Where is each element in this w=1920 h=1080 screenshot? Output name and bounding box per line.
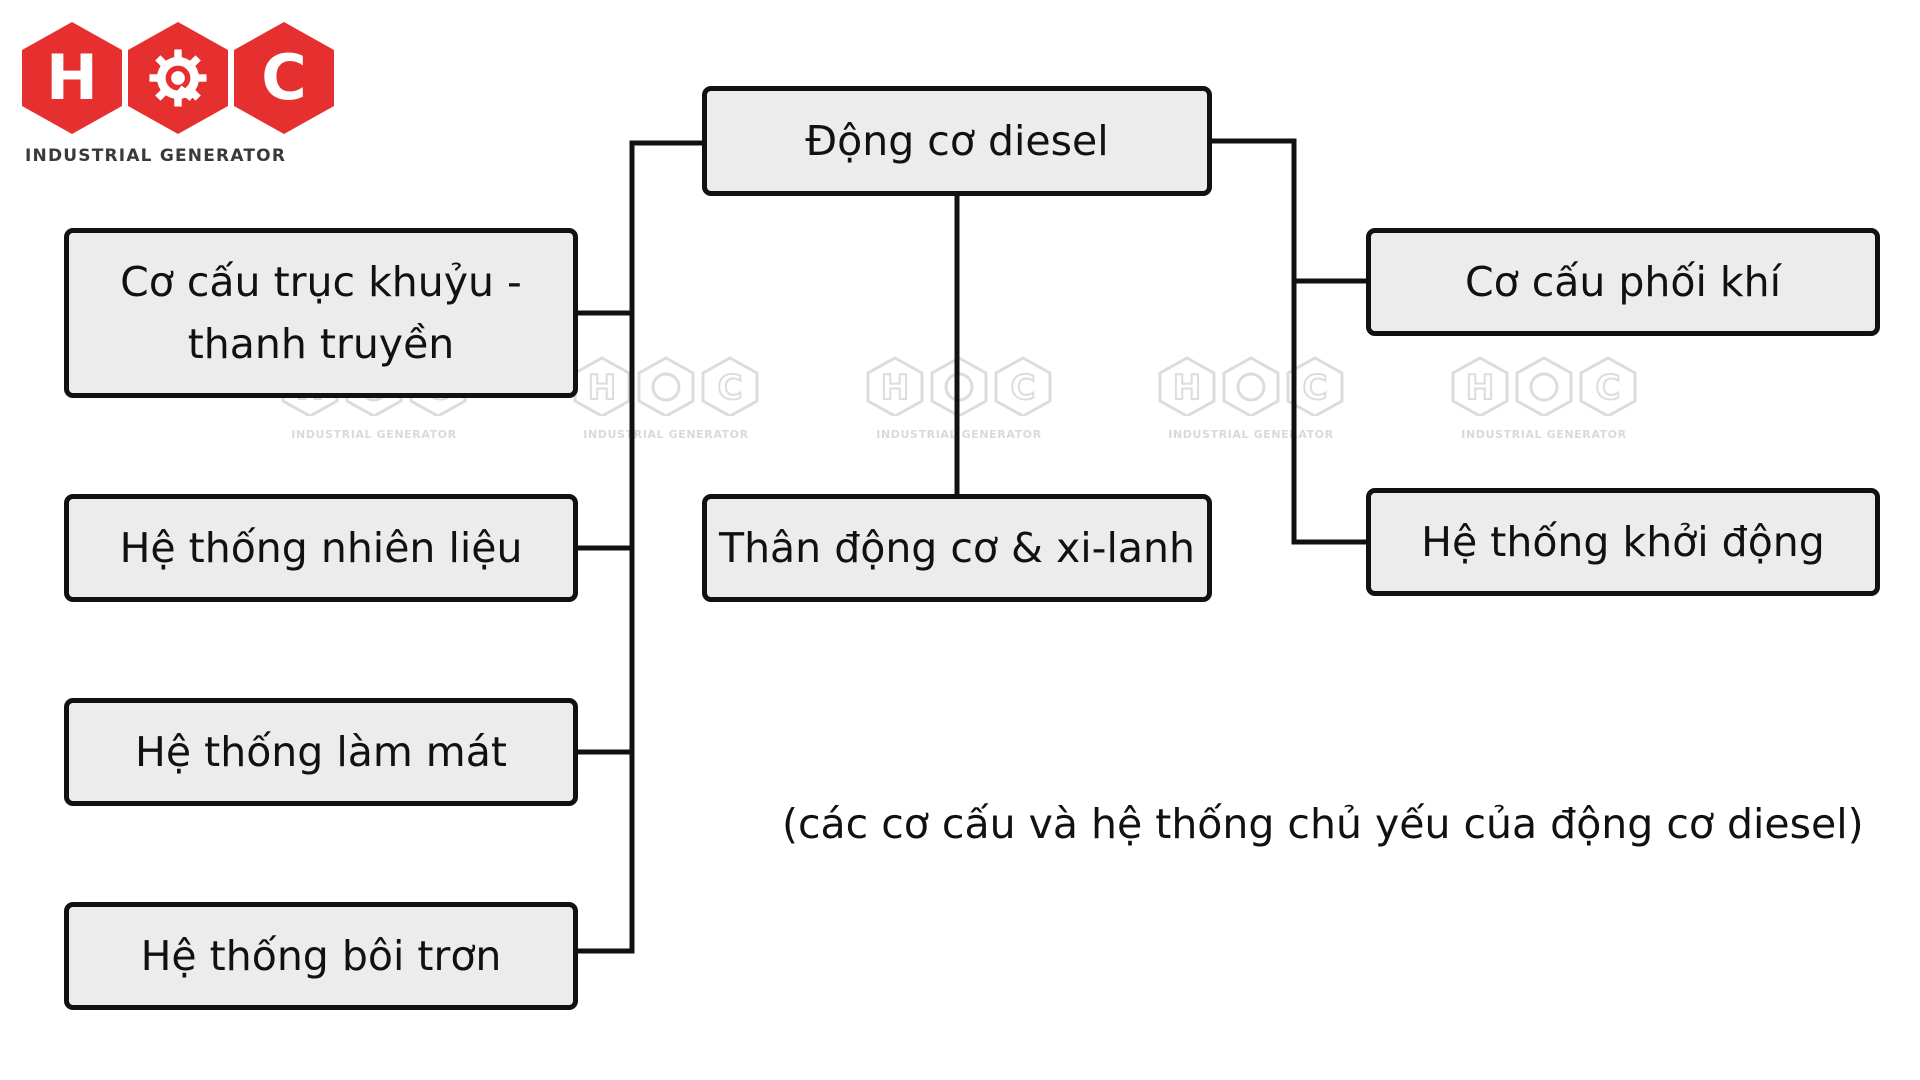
watermark-letter-h: H xyxy=(1466,368,1494,408)
box-lubrication-system: Hệ thống bôi trơn xyxy=(64,902,578,1010)
watermark-logo: H C INDUSTRIAL GENERATOR xyxy=(571,356,761,446)
watermark-tagline: INDUSTRIAL GENERATOR xyxy=(583,428,749,441)
diagram-caption: (các cơ cấu và hệ thống chủ yếu của động… xyxy=(782,800,1864,848)
box-starting-system: Hệ thống khởi động xyxy=(1366,488,1880,596)
hqc-logo: H C INDUSTRIAL GENERATOR xyxy=(22,22,342,172)
watermark-letter-c: C xyxy=(1596,368,1621,408)
box-cooling-system: Hệ thống làm mát xyxy=(64,698,578,806)
watermark-letter-h: H xyxy=(1173,368,1201,408)
watermark-letter-h: H xyxy=(588,368,616,408)
box-valve-train: Cơ cấu phối khí xyxy=(1366,228,1880,336)
watermark-logo: H C INDUSTRIAL GENERATOR xyxy=(1449,356,1639,446)
starting-label: Hệ thống khởi động xyxy=(1421,518,1825,566)
engine-block-label: Thân động cơ & xi-lanh xyxy=(719,524,1195,572)
logo-hex-gear xyxy=(128,22,228,134)
watermark-hexes: H C xyxy=(1158,356,1344,416)
box-engine-block-cylinder: Thân động cơ & xi-lanh xyxy=(702,494,1212,602)
logo-tagline: INDUSTRIAL GENERATOR xyxy=(25,146,287,166)
watermark-tagline: INDUSTRIAL GENERATOR xyxy=(1461,428,1627,441)
box-fuel-system: Hệ thống nhiên liệu xyxy=(64,494,578,602)
crank-label-line-1: Cơ cấu trục khuỷu - xyxy=(120,258,522,306)
crank-label: Cơ cấu trục khuỷu - thanh truyền xyxy=(120,251,522,375)
box-crankshaft-mechanism: Cơ cấu trục khuỷu - thanh truyền xyxy=(64,228,578,398)
watermark-hexes: H C xyxy=(1451,356,1637,416)
valve-train-label: Cơ cấu phối khí xyxy=(1464,258,1782,306)
cooling-label: Hệ thống làm mát xyxy=(135,728,507,776)
lubrication-label: Hệ thống bôi trơn xyxy=(140,932,502,980)
watermark-hexes: H C xyxy=(866,356,1052,416)
logo-letter-c: C xyxy=(261,41,307,114)
watermark-tagline: INDUSTRIAL GENERATOR xyxy=(291,428,457,441)
logo-letter-h: H xyxy=(46,41,98,114)
watermark-letter-c: C xyxy=(1011,368,1036,408)
root-box-diesel-engine: Động cơ diesel xyxy=(702,86,1212,196)
crank-label-line-2: thanh truyền xyxy=(187,320,455,368)
watermark-letter-c: C xyxy=(718,368,743,408)
gear-icon xyxy=(149,49,207,107)
watermark-letter-h: H xyxy=(881,368,909,408)
root-label: Động cơ diesel xyxy=(805,117,1109,165)
fuel-label: Hệ thống nhiên liệu xyxy=(119,524,523,572)
watermark-letter-c: C xyxy=(1303,368,1328,408)
